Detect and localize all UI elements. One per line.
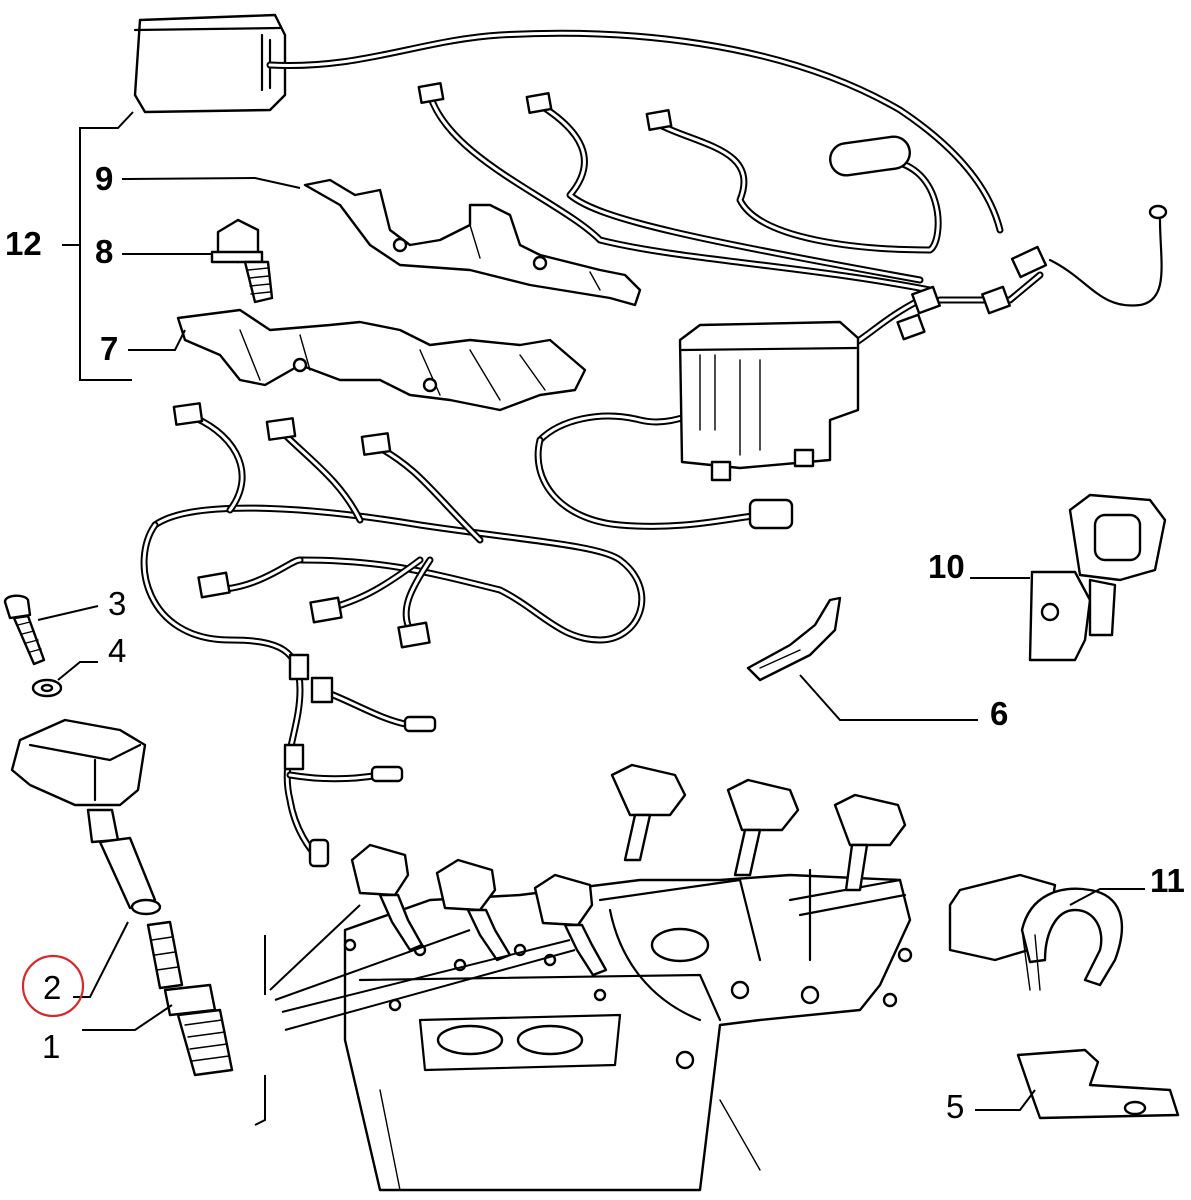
callout-7: 7 [100, 330, 118, 367]
part-6-cable-tie [746, 596, 842, 682]
plug-connector [417, 82, 445, 104]
part-10-bracket [1028, 493, 1167, 662]
callout-labels: 12 9 8 7 3 4 2 1 10 6 11 5 [5, 160, 1185, 1125]
part-2-seal-ring [130, 898, 162, 916]
part-11-clip-bracket [948, 873, 1123, 991]
leader-1 [82, 1004, 173, 1031]
callout-9: 9 [95, 160, 113, 197]
callout-1: 1 [42, 1028, 60, 1065]
sleeve-connector [748, 498, 794, 530]
part-4-washer [31, 678, 63, 698]
leader-3 [37, 605, 99, 621]
leader-7 [128, 329, 186, 351]
leader-5 [975, 1089, 1036, 1111]
part-1-spark-plug [146, 920, 234, 1077]
part-7-fuel-rail [176, 308, 587, 412]
oval-plug-connector [829, 135, 911, 177]
callout-3: 3 [108, 585, 126, 622]
callout-10: 10 [928, 548, 965, 585]
mounted-ignition-coils [350, 763, 907, 977]
part-5-bracket [1016, 1048, 1180, 1120]
leader-9 [121, 176, 301, 189]
ignition-coil [10, 718, 157, 910]
part-3-bolt [3, 594, 46, 666]
callout-leaders [37, 176, 1145, 1111]
callout-4: 4 [108, 632, 126, 669]
plug-connector [645, 109, 673, 131]
main-wiring-harness [133, 13, 1168, 354]
callout-2: 2 [43, 969, 61, 1006]
callout-12-group-bracket [62, 111, 134, 381]
plug-connector [525, 92, 553, 114]
lower-wiring-harness [140, 376, 794, 868]
leader-6 [799, 674, 978, 721]
part-8-screw [210, 218, 274, 304]
engine-cylinder-head [343, 868, 913, 1192]
leader-11 [1069, 888, 1145, 906]
callout-6: 6 [990, 695, 1008, 732]
leader-2 [73, 921, 129, 998]
highlight-circle [21, 954, 85, 1018]
part-9-bracket [303, 178, 642, 307]
ring-terminal [1048, 204, 1168, 307]
central-coil-block [678, 320, 860, 482]
callout-12: 12 [5, 225, 42, 262]
leader-4 [57, 661, 98, 681]
harness-connector-block-top [133, 13, 287, 114]
assembly-guide-lines [254, 904, 576, 1126]
callout-11: 11 [1150, 862, 1185, 899]
callout-8: 8 [95, 233, 113, 270]
callout-5: 5 [946, 1088, 964, 1125]
